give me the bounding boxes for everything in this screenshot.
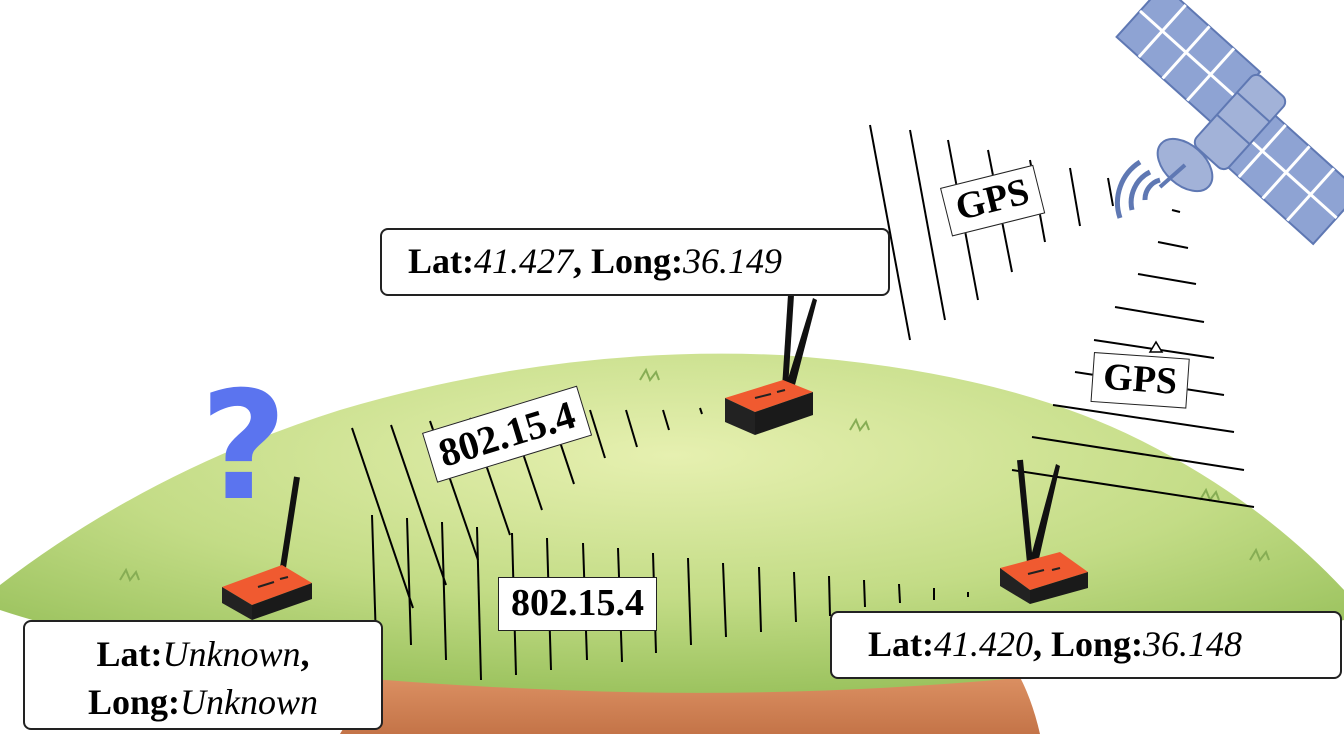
- long-label: Long:: [87, 682, 181, 722]
- gps-signal-right: [1011, 209, 1255, 508]
- long-label: Long:: [1051, 624, 1144, 664]
- separator: ,: [300, 634, 310, 674]
- long-value: Unknown: [180, 682, 319, 722]
- link-label-802-lower: 802.15.4: [498, 577, 657, 631]
- lat-label: Lat:: [96, 634, 163, 674]
- wireless-router-icon: [1000, 459, 1088, 604]
- satellite-icon: [1114, 0, 1344, 246]
- long-value: 36.149: [683, 241, 783, 281]
- wireless-router-icon: [725, 294, 817, 435]
- lat-value: 41.427: [474, 241, 573, 281]
- marker-triangle-icon: [1148, 340, 1164, 353]
- lat-label: Lat:: [868, 624, 934, 664]
- lat-value: Unknown: [162, 634, 301, 674]
- gps-signal-top: [869, 124, 1114, 341]
- lat-line: Lat:Unknown,: [25, 630, 381, 678]
- lat-label: Lat:: [408, 241, 474, 281]
- question-mark-icon: ?: [200, 360, 288, 534]
- coordinates-box-right-node: Lat:41.420, Long:36.148: [830, 611, 1342, 679]
- long-label: Long:: [591, 241, 684, 281]
- wireless-router-icon: [222, 476, 312, 620]
- separator: ,: [573, 241, 591, 281]
- long-value: 36.148: [1143, 624, 1243, 664]
- long-line: Long:Unknown: [25, 678, 381, 726]
- grass-tufts: [119, 367, 1270, 583]
- lat-value: 41.420: [934, 624, 1033, 664]
- link-label-gps-right: GPS: [1090, 352, 1190, 409]
- separator: ,: [1033, 624, 1051, 664]
- coordinates-box-left-node: Lat:Unknown, Long:Unknown: [23, 620, 383, 730]
- coordinates-box-top-node: Lat:41.427, Long:36.149: [380, 228, 890, 296]
